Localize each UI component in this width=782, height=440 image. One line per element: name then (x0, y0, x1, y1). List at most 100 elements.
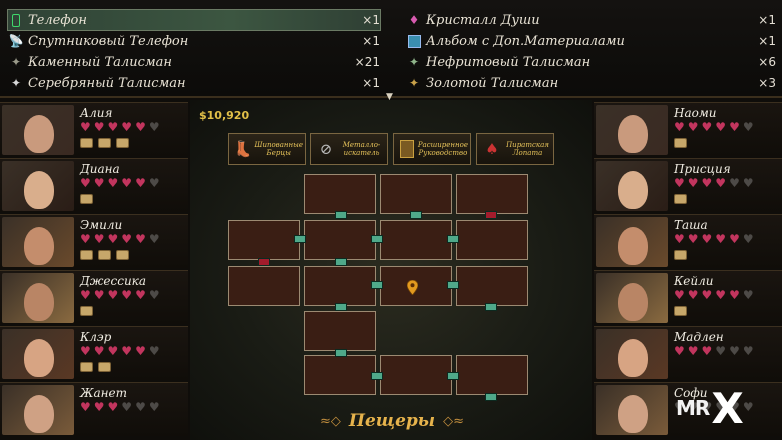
cave-room[interactable] (304, 266, 376, 306)
character-panel[interactable]: Софи♥♥♥♥♥♥ (594, 382, 782, 436)
scroll-icon (674, 306, 687, 316)
cave-room[interactable] (304, 311, 376, 351)
heart-icon: ♥ (687, 344, 699, 358)
cave-room[interactable] (228, 220, 300, 260)
inventory-item[interactable]: ✦Каменный Талисман×21 (8, 52, 380, 72)
open-door[interactable] (335, 211, 347, 219)
character-panel[interactable]: Джессика♥♥♥♥♥♥ (0, 270, 188, 324)
locked-door[interactable] (258, 258, 270, 266)
character-panel[interactable]: Жанет♥♥♥♥♥♥ (0, 382, 188, 436)
cave-room[interactable] (456, 266, 528, 306)
heart-icon: ♥ (121, 232, 133, 246)
soul-crystal-icon: ♦ (408, 13, 420, 27)
inventory-item[interactable]: ✦Нефритовый Талисман×6 (406, 52, 776, 72)
heart-icon: ♥ (687, 288, 699, 302)
heart-icon: ♥ (701, 176, 713, 190)
cave-room[interactable] (380, 355, 452, 395)
open-door[interactable] (447, 281, 459, 289)
inventory-item-count: ×1 (362, 34, 380, 48)
heart-icon: ♥ (674, 232, 685, 246)
inventory-panel: Телефон×1📡Спутниковый Телефон×1✦Каменный… (0, 0, 782, 98)
scroll-icon (80, 250, 93, 260)
scroll-icon (80, 194, 93, 204)
open-door[interactable] (410, 211, 422, 219)
character-panel[interactable]: Клэр♥♥♥♥♥♥ (0, 326, 188, 380)
cave-room[interactable] (304, 355, 376, 395)
affection-hearts: ♥♥♥♥♥♥ (80, 289, 163, 302)
ornament-left-icon: ≈◇ (320, 413, 341, 429)
heart-icon: ♥ (701, 232, 713, 246)
inventory-item[interactable]: ✦Золотой Талисман×3 (406, 73, 776, 93)
inventory-scroll-down-icon[interactable]: ▼ (386, 92, 393, 102)
inventory-item[interactable]: Телефон×1 (7, 9, 381, 31)
affection-hearts: ♥♥♥♥♥♥ (674, 345, 757, 358)
scroll-icon (116, 250, 129, 260)
character-name: Клэр (80, 330, 112, 344)
character-panel[interactable]: Диана♥♥♥♥♥♥ (0, 158, 188, 212)
cave-room[interactable] (304, 220, 376, 260)
quest-scrolls (80, 138, 134, 148)
inventory-item[interactable]: 📡Спутниковый Телефон×1 (8, 31, 380, 51)
cave-room[interactable] (380, 174, 452, 214)
heart-icon: ♥ (80, 176, 91, 190)
inventory-item[interactable]: Альбом с Доп.Материалами×1 (406, 31, 776, 51)
quest-scrolls (674, 306, 692, 316)
inventory-item[interactable]: ✦Серебряный Талисман×1 (8, 73, 380, 93)
inventory-item-count: ×1 (362, 76, 380, 90)
quest-scrolls (80, 362, 116, 372)
character-panel[interactable]: Наоми♥♥♥♥♥♥ (594, 102, 782, 156)
shop-item-button[interactable]: ⊘Металло-искатель (310, 133, 388, 165)
cave-room[interactable] (380, 220, 452, 260)
open-door[interactable] (371, 281, 383, 289)
heart-icon: ♥ (742, 120, 754, 134)
open-door[interactable] (447, 372, 459, 380)
stone-talisman-icon: ✦ (10, 55, 22, 69)
location-title-text: Пещеры (348, 411, 436, 431)
open-door[interactable] (371, 235, 383, 243)
open-door[interactable] (335, 303, 347, 311)
open-door[interactable] (335, 349, 347, 357)
character-name: Присция (674, 162, 731, 176)
cave-room[interactable] (456, 220, 528, 260)
character-panel[interactable]: Алия♥♥♥♥♥♥ (0, 102, 188, 156)
character-panel[interactable]: Эмили♥♥♥♥♥♥ (0, 214, 188, 268)
character-name: Жанет (80, 386, 128, 400)
heart-icon: ♥ (674, 176, 685, 190)
heart-icon: ♥ (715, 288, 727, 302)
scroll-icon (98, 138, 111, 148)
open-door[interactable] (485, 303, 497, 311)
shop-item-button[interactable]: 👢Шипованные Берцы (228, 133, 306, 165)
open-door[interactable] (447, 235, 459, 243)
locked-door[interactable] (485, 211, 497, 219)
character-portrait (596, 273, 668, 323)
cave-room[interactable] (456, 355, 528, 395)
open-door[interactable] (371, 372, 383, 380)
inventory-item-name: Телефон (28, 12, 87, 28)
inventory-item[interactable]: ♦Кристалл Души×1 (406, 10, 776, 30)
heart-icon: ♥ (135, 176, 146, 190)
affection-hearts: ♥♥♥♥♥♥ (674, 401, 757, 414)
player-location-pin-icon (407, 280, 418, 295)
scroll-icon (80, 362, 93, 372)
shop-item-button[interactable]: Расширенное Руководство (393, 133, 471, 165)
open-door[interactable] (335, 258, 347, 266)
heart-icon: ♥ (121, 400, 133, 414)
affection-hearts: ♥♥♥♥♥♥ (80, 177, 163, 190)
open-door[interactable] (485, 393, 497, 401)
cave-room[interactable] (228, 266, 300, 306)
heart-icon: ♥ (107, 232, 119, 246)
shop-item-button[interactable]: ♠Пиратская Лопата (476, 133, 554, 165)
character-name: Диана (80, 162, 120, 176)
open-door[interactable] (294, 235, 306, 243)
quest-scrolls (80, 306, 98, 316)
character-name: Алия (80, 106, 113, 120)
heart-icon: ♥ (674, 344, 685, 358)
satellite-phone-icon: 📡 (8, 34, 24, 48)
character-panel[interactable]: Мадлен♥♥♥♥♥♥ (594, 326, 782, 380)
cave-room[interactable] (304, 174, 376, 214)
character-panel[interactable]: Кейли♥♥♥♥♥♥ (594, 270, 782, 324)
money-display: $10,920 (199, 109, 250, 122)
character-panel[interactable]: Таша♥♥♥♥♥♥ (594, 214, 782, 268)
character-panel[interactable]: Присция♥♥♥♥♥♥ (594, 158, 782, 212)
cave-room[interactable] (456, 174, 528, 214)
